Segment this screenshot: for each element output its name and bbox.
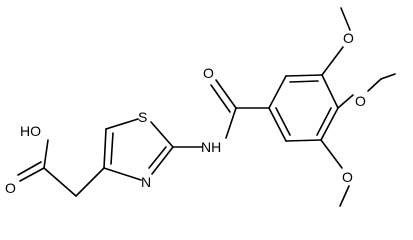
bond-meo-top-2 <box>340 7 351 31</box>
bond-meo-mid-1 <box>337 94 354 109</box>
label-o-acid: O <box>5 180 16 196</box>
label-oh: HO <box>20 123 41 139</box>
label-s: S <box>138 109 147 125</box>
bond-ar-4-inner <box>316 107 332 136</box>
label-nh: NH <box>201 139 221 155</box>
molecule-diagram: HO O S N NH O O O O <box>5 7 396 207</box>
bond-meo-bot-1 <box>320 139 343 169</box>
bonds <box>17 7 396 207</box>
label-o-amide: O <box>203 65 214 81</box>
bond-ar-6 <box>268 107 287 142</box>
label-o-methoxy-top: O <box>343 30 354 46</box>
bond-ar-4 <box>320 107 339 141</box>
structure-svg: HO O S N NH O O O O <box>5 7 396 207</box>
bond-meo-mid-2 <box>367 78 382 92</box>
label-n-ring: N <box>141 174 151 190</box>
bond-meo-bot-2 <box>339 185 350 207</box>
bond-ar-3 <box>321 74 339 109</box>
bond-ar-5 <box>285 139 322 142</box>
bond-c4-c5 <box>103 128 107 169</box>
bond-nh-co <box>225 107 237 139</box>
bond-ch2-ring <box>75 167 105 197</box>
bond-meo-top-1 <box>321 46 344 76</box>
label-o-methoxy-bottom: O <box>342 169 353 185</box>
bond-c2-n <box>151 146 174 175</box>
bond-co-o-2 <box>210 84 231 113</box>
bond-ar-2 <box>285 74 323 77</box>
bond-meo-mid-3 <box>380 73 396 80</box>
bond-ar-6-inner <box>275 107 291 136</box>
bond-c-o-double-1 <box>19 167 45 182</box>
label-o-methoxy-middle: O <box>355 93 366 109</box>
bond-n-c4 <box>103 167 142 181</box>
bond-c-o-double-2 <box>17 161 42 176</box>
bond-acid-c-ch2 <box>43 167 77 197</box>
bond-oh-c <box>43 139 49 169</box>
bond-ar-1 <box>268 75 287 109</box>
atom-labels: HO O S N NH O O O O <box>5 30 366 196</box>
bond-c5-s <box>105 118 139 130</box>
bond-s-c2 <box>150 121 174 148</box>
bond-ar-2-inner <box>289 80 319 83</box>
bond-c4-c5-inner <box>110 132 114 165</box>
bond-co-o-1 <box>215 79 237 109</box>
bond-c2-n-inner <box>148 146 167 169</box>
